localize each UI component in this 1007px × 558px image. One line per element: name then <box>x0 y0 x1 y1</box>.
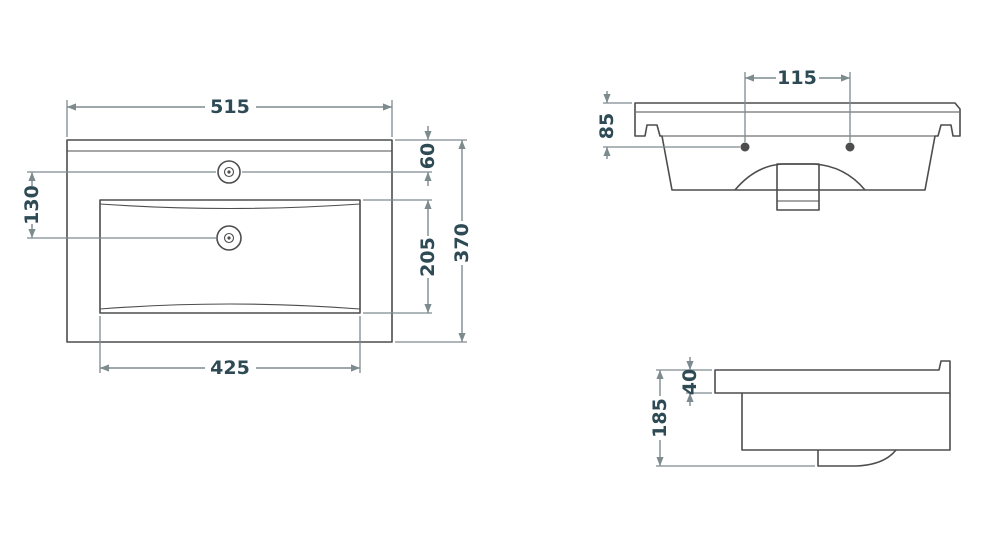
basin-upper-slope <box>99 203 361 210</box>
plan-view: 515 425 130 60 205 3 <box>21 96 473 379</box>
front-outline <box>634 102 961 191</box>
basin-lower-slope <box>99 303 361 310</box>
faucet-hole <box>217 160 241 184</box>
front-view: 115 85 <box>596 67 961 211</box>
faucet-hole-inner <box>223 166 235 178</box>
front-drain-bowl <box>734 163 866 191</box>
plan-outline <box>66 139 393 343</box>
dim-label-overall-width: 515 <box>210 96 250 118</box>
front-drain-pipe <box>776 163 820 211</box>
drain-hole-center <box>227 236 231 240</box>
dimension-basin-depth: 205 <box>417 200 439 313</box>
dim-label-hole-height: 85 <box>596 113 618 139</box>
side-drain <box>817 449 897 467</box>
dimension-front-hole-spacing: 115 <box>745 67 850 89</box>
dimension-basin-width: 425 <box>100 357 360 379</box>
dim-label-basin-depth: 205 <box>417 237 439 277</box>
dim-label-faucet-offset: 60 <box>417 143 439 169</box>
drain-hole-outer <box>216 225 242 251</box>
dim-label-hole-spacing: 130 <box>21 185 43 225</box>
side-view: 40 185 <box>649 357 951 467</box>
drain-hole <box>216 225 242 251</box>
front-hole-right <box>845 142 855 152</box>
dimension-overall-depth: 370 <box>451 140 473 342</box>
dim-label-front-hole-spacing: 115 <box>777 67 817 89</box>
front-hole-left <box>740 142 750 152</box>
faucet-hole-center <box>227 170 231 174</box>
basin-outline <box>99 199 361 314</box>
side-slab <box>714 360 951 394</box>
side-body <box>741 393 951 451</box>
dim-label-overall-depth: 370 <box>451 223 473 263</box>
dimension-hole-height: 85 <box>596 91 618 159</box>
dim-label-total-height: 185 <box>649 398 671 438</box>
dimension-rim-height: 40 <box>679 357 701 406</box>
dimension-hole-spacing: 130 <box>21 172 43 238</box>
dimension-overall-width: 515 <box>67 96 392 118</box>
drain-hole-inner <box>223 232 235 244</box>
dimension-total-height: 185 <box>649 370 671 466</box>
dim-label-basin-width: 425 <box>210 357 250 379</box>
dimension-faucet-offset: 60 <box>417 126 439 186</box>
dim-label-rim-height: 40 <box>679 369 701 395</box>
faucet-hole-outer <box>217 160 241 184</box>
